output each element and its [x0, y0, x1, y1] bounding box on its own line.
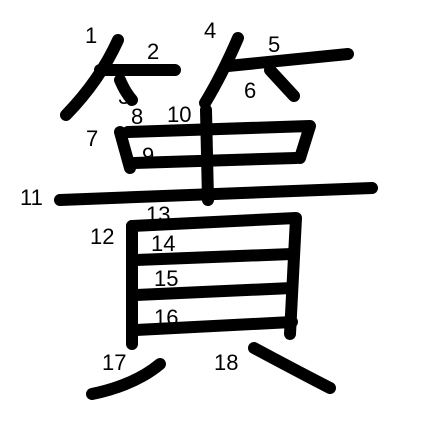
stroke-8: [122, 120, 316, 164]
stroke-number-8: 8: [131, 104, 143, 129]
stroke-number-13: 13: [146, 202, 170, 227]
stroke-number-6: 6: [244, 78, 256, 103]
stroke-18: [248, 342, 336, 394]
stroke-4: [199, 32, 244, 109]
stroke-number-18: 18: [214, 350, 238, 375]
stroke-number-3: 3: [118, 84, 130, 109]
stroke-11: [54, 182, 378, 206]
stroke-number-4: 4: [204, 18, 216, 43]
stroke-13: [126, 212, 302, 340]
stroke-numbers: 1 2 3 4 5 6 7 8 9 10 11 12 13 14 15 16 1…: [20, 18, 280, 375]
stroke-number-1: 1: [85, 23, 97, 48]
stroke-3: [114, 74, 138, 106]
stroke-number-7: 7: [86, 126, 98, 151]
stroke-number-2: 2: [147, 39, 159, 64]
stroke-10: [200, 104, 214, 206]
stroke-number-16: 16: [154, 305, 178, 330]
stroke-number-9: 9: [142, 143, 154, 168]
stroke-16: [130, 316, 298, 336]
stroke-17: [86, 358, 166, 400]
stroke-number-10: 10: [167, 102, 191, 127]
stroke-1: [60, 34, 124, 121]
stroke-9: [128, 152, 302, 169]
stroke-6: [264, 64, 300, 102]
character-strokes: [54, 32, 378, 400]
stroke-number-5: 5: [268, 32, 280, 57]
stroke-5: [222, 48, 354, 72]
stroke-15: [130, 282, 298, 301]
stroke-number-11: 11: [20, 185, 43, 210]
stroke-number-14: 14: [151, 231, 175, 256]
stroke-14: [130, 248, 298, 266]
stroke-number-15: 15: [154, 266, 178, 291]
stroke-number-17: 17: [102, 350, 126, 375]
stroke-number-12: 12: [90, 224, 114, 249]
